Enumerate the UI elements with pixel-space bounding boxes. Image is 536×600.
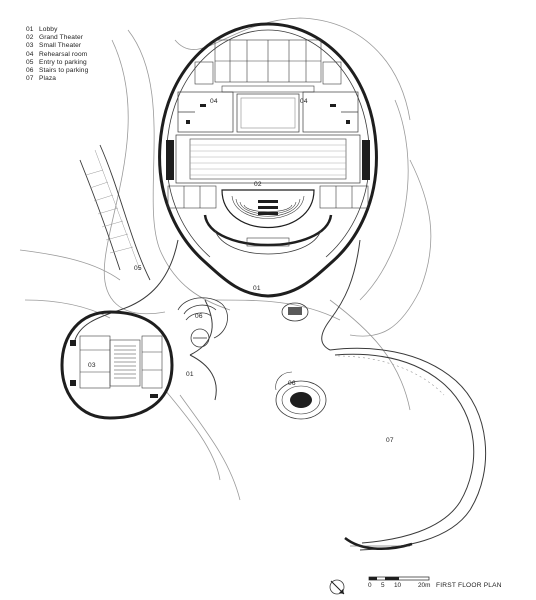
scale-tick-label: 5 [381, 582, 385, 589]
legend-label: Rehearsal room [39, 50, 88, 58]
label-grand-theater: 02 [254, 181, 262, 188]
stairs-left [177, 297, 228, 348]
legend-number: 01 [26, 26, 34, 33]
small-theater-building [60, 310, 174, 420]
lobby-pavilion [281, 302, 309, 322]
site-curves [19, 17, 432, 501]
scale-tick-label: 10 [394, 582, 402, 589]
legend-label: Plaza [39, 75, 56, 83]
label-parking-entry: 05 [134, 265, 142, 272]
label-stairs-right: 06 [288, 380, 296, 387]
legend-item: 04 Rehearsal room [26, 51, 88, 59]
legend-number: 02 [26, 34, 34, 42]
label-rehearsal-room-left: 04 [210, 98, 218, 105]
legend-label: Entry to parking [39, 58, 87, 66]
grand-theater-building [158, 22, 378, 298]
label-stairs-left: 06 [195, 313, 203, 320]
legend-item: 06 Stairs to parking [26, 67, 88, 75]
label-lobby-small: 01 [186, 371, 194, 378]
label-rehearsal-room-right: 04 [300, 98, 308, 105]
label-small-theater: 03 [88, 362, 96, 369]
legend-label: Lobby [39, 26, 58, 33]
plan-title: FIRST FLOOR PLAN [436, 582, 502, 589]
north-arrow-icon [329, 579, 345, 595]
label-lobby-main: 01 [253, 285, 261, 292]
legend-label: Small Theater [39, 42, 82, 50]
legend-number: 05 [26, 58, 34, 66]
legend-number: 03 [26, 42, 34, 50]
plaza-markings [337, 355, 445, 396]
legend-item: 01 Lobby [26, 26, 88, 34]
legend-number: 06 [26, 67, 34, 75]
legend-label: Grand Theater [39, 34, 84, 42]
stairs-right [275, 371, 327, 420]
legend-label: Stairs to parking [39, 67, 89, 75]
legend-number: 04 [26, 50, 34, 58]
scale-tick-label: 20m [418, 582, 431, 589]
lobby-outline [74, 239, 487, 551]
label-plaza: 07 [386, 437, 394, 444]
plaza-bench [344, 537, 413, 550]
parking-ramp [79, 144, 151, 281]
legend-item: 02 Grand Theater [26, 34, 88, 42]
legend-number: 07 [26, 75, 34, 83]
legend-item: 03 Small Theater [26, 42, 88, 50]
scale-bar [368, 576, 430, 581]
legend-item: 07 Plaza [26, 75, 88, 83]
grand-theater-seating [203, 189, 333, 255]
scale-tick-label: 0 [368, 582, 372, 589]
legend-item: 05 Entry to parking [26, 59, 88, 67]
